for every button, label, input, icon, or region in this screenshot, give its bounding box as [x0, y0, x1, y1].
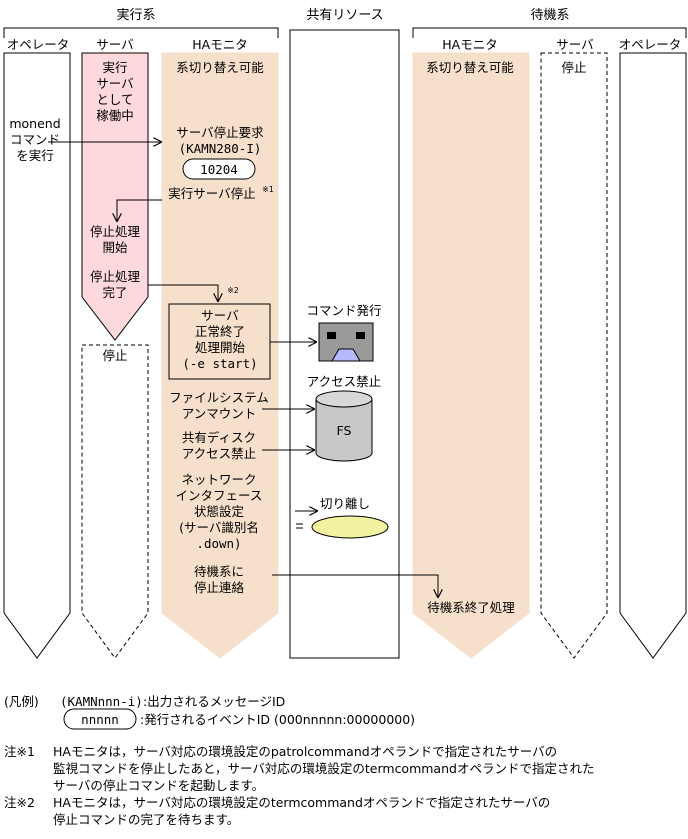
normal-end-line-3: 処理開始 [195, 340, 246, 355]
header-shared-resource: 共有リソース [306, 8, 383, 23]
note2-mark: ※2 [227, 286, 239, 295]
isolation-ellipse [311, 515, 389, 539]
disk-line-2: アクセス禁止 [182, 446, 256, 461]
lane-active-server-stopped [81, 344, 149, 659]
note1-line-3: サーバの停止コマンドを起動します。 [53, 778, 264, 793]
standby-system-bracket [412, 27, 687, 38]
arrow-stop-done-to-ha [148, 284, 218, 302]
lane-standby-server [540, 52, 608, 659]
normal-end-line-2: 正常終了 [195, 324, 245, 339]
lane-title-active-operator: オペレータ [7, 37, 70, 52]
server-stop-done-line-1: 停止処理 [90, 269, 141, 284]
arrow-ha-to-server-stop [117, 199, 162, 222]
notify-line-2: 停止連絡 [194, 580, 245, 595]
standby-switchable: 系切り替え可能 [426, 60, 514, 75]
event-id-pill [182, 158, 256, 180]
note2-line-2: 停止コマンドの完了を待ちます。 [53, 812, 239, 827]
ha-active-switchable: 系切り替え可能 [176, 60, 264, 75]
network-line-4: (サーバ識別名 [179, 520, 259, 535]
active-system-bracket [3, 27, 279, 38]
network-line-2: インタフェース [176, 488, 263, 503]
ha-message-id: (KAMN280-I) [179, 141, 262, 156]
lane-title-active-ha-monitor: HAモニタ [192, 37, 247, 52]
note1-line-1: HAモニタは，サーバ対応の環境設定のpatrolcommandオペランドで指定さ… [53, 744, 557, 759]
access-forbidden-label: アクセス禁止 [307, 374, 381, 389]
server-running-line-3: として [96, 92, 133, 107]
note2-label: 注※2 [4, 795, 35, 810]
network-line-1: ネットワーク [181, 472, 256, 487]
network-line-5: .down) [196, 536, 241, 551]
notify-line-1: 待機系に [194, 564, 244, 579]
fs-disk-icon [315, 390, 373, 462]
fs-label: FS [337, 423, 352, 438]
legend-label: (凡例) [4, 694, 39, 709]
note2-line-1: HAモニタは，サーバ対応の環境設定のtermcommandオペランドで指定された… [53, 795, 550, 810]
lane-active-operator [3, 52, 71, 659]
lane-active-server-running [81, 52, 149, 341]
ha-event-id: 10204 [200, 162, 238, 177]
lane-title-standby-operator: オペレータ [619, 37, 682, 52]
server-stop-start-line-1: 停止処理 [90, 224, 141, 239]
server-stop-done-line-2: 完了 [102, 285, 127, 300]
normal-end-line-4: (-e start) [182, 356, 257, 371]
header-standby-system: 待機系 [530, 8, 569, 23]
note1-label: 注※1 [4, 744, 35, 759]
ha-active-server-stop: 実行サーバ停止 [168, 186, 255, 201]
network-line-3: 状態設定 [194, 504, 244, 519]
standby-end-process: 待機系終了処理 [427, 600, 515, 615]
legend-message-desc: :出力されるメッセージID [143, 694, 285, 709]
operator-command-line-2: コマンド [10, 132, 60, 147]
unmount-line-2: アンマウント [182, 406, 257, 421]
server-running-line-4: 稼働中 [96, 108, 134, 123]
isolation-label: 切り離し [320, 496, 370, 511]
disk-line-1: 共有ディスク [182, 430, 256, 445]
header-active-system: 実行系 [116, 7, 155, 23]
note1-mark: ※1 [262, 185, 274, 194]
server-running-line-1: 実行 [102, 60, 127, 75]
normal-end-line-1: サーバ [201, 308, 238, 323]
command-terminal-icon [318, 322, 374, 362]
legend-message-sample: (KAMNnnn-i) [60, 694, 143, 709]
lane-title-standby-ha-monitor: HAモニタ [442, 37, 497, 52]
unmount-line-1: ファイルシステム [169, 390, 269, 405]
note1-line-2: 監視コマンドを停止したあと，サーバ対応の環境設定のtermcommandオペラン… [53, 761, 594, 776]
command-issue-label: コマンド発行 [306, 303, 381, 318]
lane-title-standby-server: サーバ [556, 37, 593, 52]
legend-event-pill [63, 708, 137, 730]
lane-standby-operator [619, 52, 687, 659]
normal-end-box [168, 303, 271, 380]
operator-command-line-3: を実行 [16, 148, 54, 163]
arrow-notify-to-standby [272, 574, 438, 598]
lane-standby-ha-monitor [412, 52, 530, 659]
server-stop-start-line-2: 開始 [102, 240, 128, 255]
legend-event-desc: :発行されるイベントID (000nnnnn:00000000) [140, 712, 415, 727]
operator-command-line-1: monend [9, 116, 60, 131]
legend-event-sample: nnnnn [81, 712, 119, 727]
standby-server-stopped: 停止 [561, 60, 586, 75]
lane-title-active-server: サーバ [96, 37, 133, 52]
server-running-line-2: サーバ [96, 76, 133, 91]
server-stopped-label: 停止 [102, 348, 127, 363]
ha-stop-request: サーバ停止要求 [176, 125, 264, 140]
